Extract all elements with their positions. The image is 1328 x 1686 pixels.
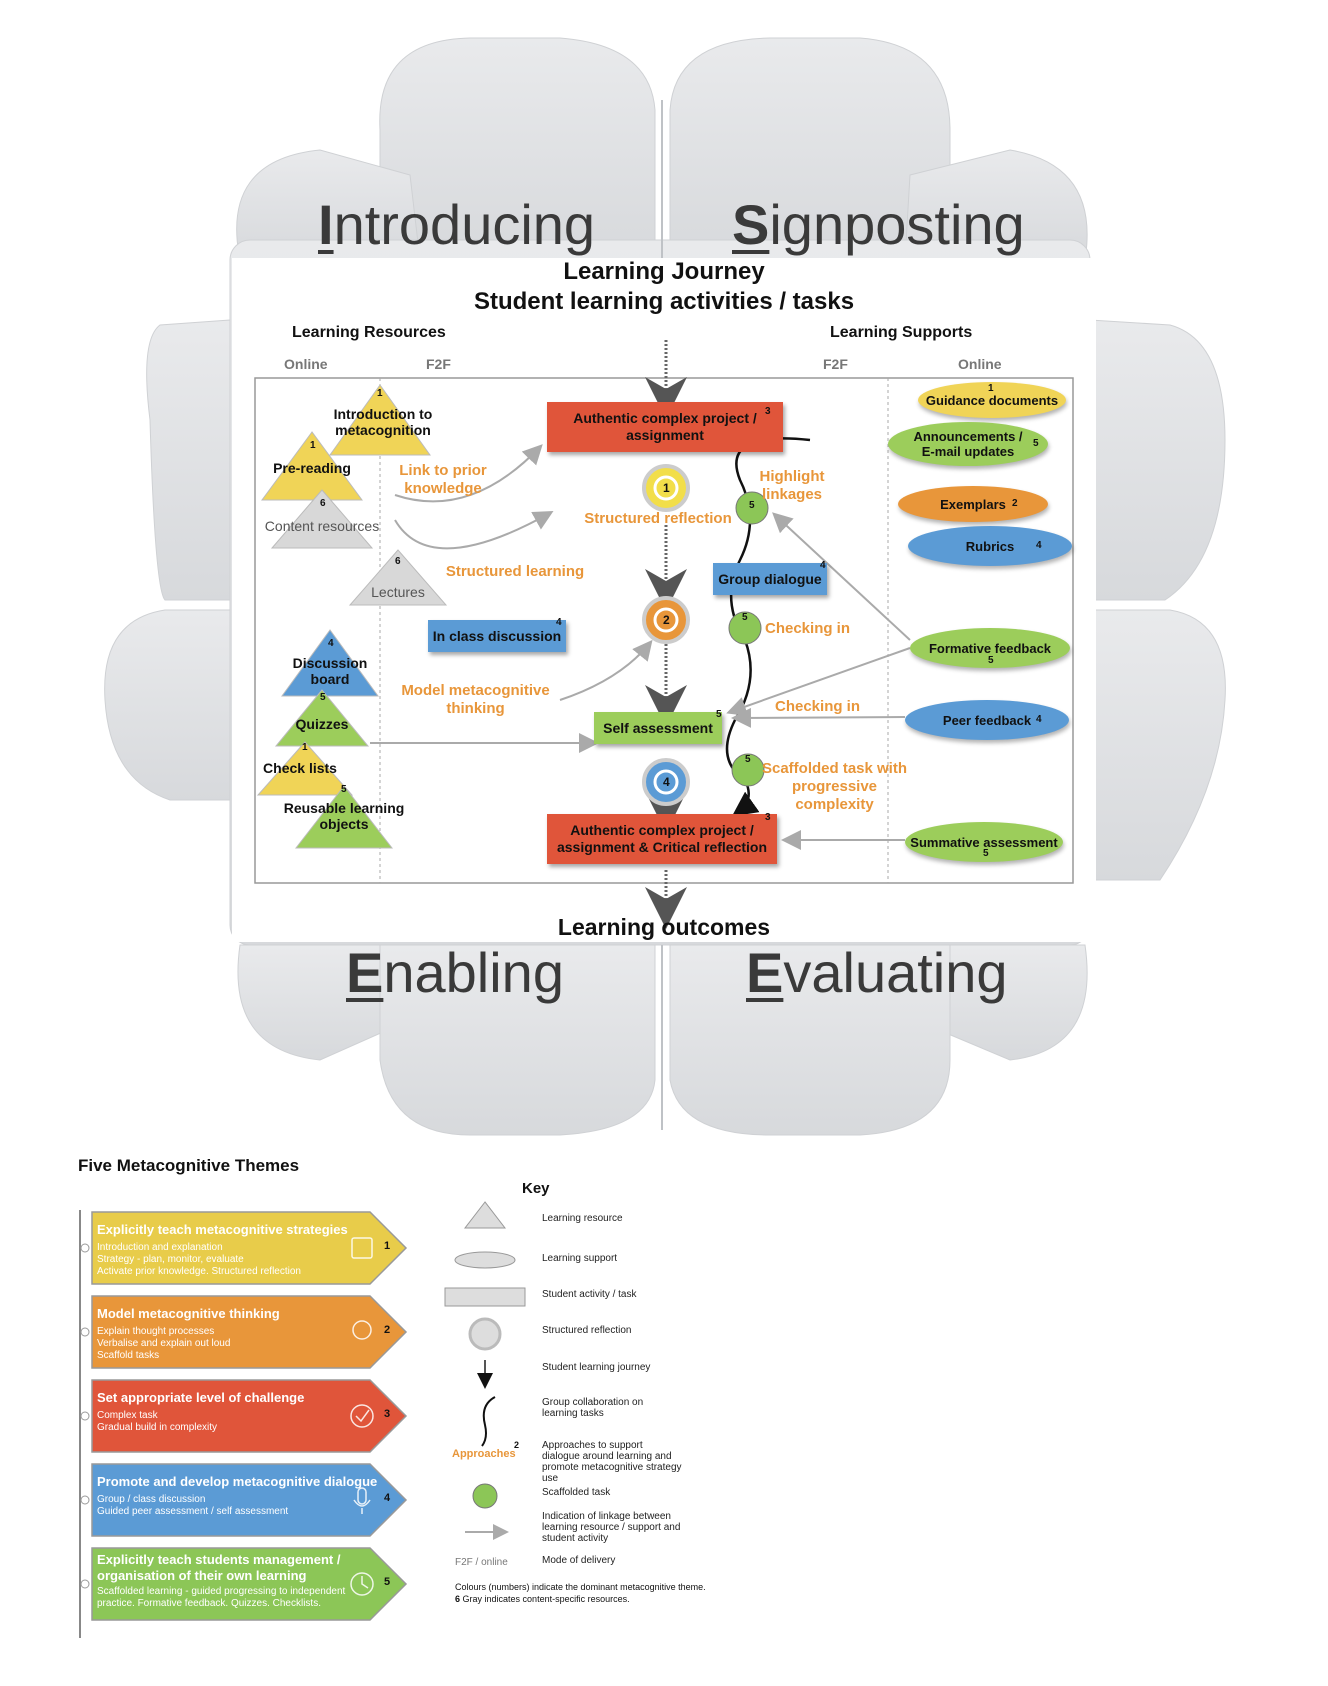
scaffold-dot-1	[735, 491, 769, 525]
theme-1: Explicitly teach metacognitive strategie…	[97, 1222, 391, 1277]
key-rect-icon	[444, 1287, 526, 1307]
theme-5: Explicitly teach students management / o…	[97, 1552, 391, 1609]
gear-tooth-br	[904, 944, 1088, 1061]
support-rubrics: Rubrics	[908, 526, 1072, 566]
resource-triangle-discussion	[281, 629, 379, 697]
gear-tooth-bot-right	[669, 944, 951, 1136]
support-peer-feedback: Peer feedback	[905, 700, 1069, 740]
gear-tooth-top-right	[669, 37, 951, 261]
theme-arrow-3	[91, 1379, 408, 1453]
gear-tooth-right-top	[1089, 319, 1226, 601]
learning-resources-header: Learning Resources	[292, 324, 446, 341]
learning-supports-header: Learning Supports	[830, 324, 973, 341]
support-exemplars: Exemplars	[898, 486, 1048, 522]
support-announcements: Announcements / E-mail updates	[888, 422, 1048, 466]
resource-lectures-label: Lectures	[371, 584, 425, 600]
activity-authentic-project: Authentic complex project / assignment	[547, 402, 783, 452]
resource-content-label: Content resources	[264, 518, 380, 534]
gear-tooth-bot-left	[379, 944, 656, 1136]
f2f-left-label: F2F	[426, 356, 451, 372]
introducing-label: Introducing	[318, 193, 596, 256]
support-guidance-documents: Guidance documents	[918, 382, 1066, 418]
resource-discussion-label: Discussion board	[292, 655, 368, 687]
key-triangle-icon	[463, 1201, 507, 1229]
activity-self-assessment: Self assessment	[594, 712, 722, 744]
checkmark-icon	[350, 1404, 374, 1428]
support-summative-assessment: Summative assessment	[905, 822, 1063, 862]
reflection-icon-1	[642, 464, 690, 512]
key-ellipse-icon	[454, 1251, 516, 1269]
key-approaches-word: Approaches	[452, 1448, 516, 1460]
key-title: Key	[522, 1180, 550, 1197]
theme-3: Set appropriate level of challenge Compl…	[97, 1390, 391, 1433]
resource-quizzes-label: Quizzes	[295, 716, 349, 732]
theme-arrow-4	[91, 1463, 408, 1537]
key-symbols	[444, 1201, 526, 1540]
enabling-label: Enabling	[346, 941, 564, 1004]
gear-tooth-left-bot	[104, 609, 231, 801]
theme-arrow-1	[91, 1211, 408, 1285]
resource-reusable-label: Reusable learning objects	[283, 800, 405, 832]
resource-intro-label: Introduction to metacognition	[333, 406, 433, 438]
gear-tooth-right-bot	[1089, 609, 1226, 881]
activity-in-class-discussion: In class discussion	[428, 620, 566, 652]
key-note-1: Colours (numbers) indicate the dominant …	[455, 1582, 706, 1592]
gear-tooth-left-top	[146, 319, 231, 601]
f2f-right-label: F2F	[823, 356, 848, 372]
resource-triangle-content	[270, 489, 374, 549]
activity-authentic-project-critical: Authentic complex project / assignment &…	[547, 814, 777, 864]
approach-scaffolded-task: Scaffolded task with progressive complex…	[761, 760, 908, 813]
evaluating-label: Evaluating	[746, 941, 1008, 1004]
approach-model-thinking: Model metacognitive thinking	[401, 682, 550, 717]
approach-checking-in-2: Checking in	[775, 698, 861, 715]
resource-triangle-quizzes	[274, 689, 370, 747]
key-f2f-online: F2F / online	[455, 1557, 508, 1568]
clock-icon	[350, 1572, 374, 1596]
reflection-icon-2	[642, 596, 690, 644]
diagram-subtitle: Student learning activities / tasks	[473, 288, 855, 315]
resource-prereading-label: Pre-reading	[273, 460, 351, 476]
signposting-label: Signposting	[732, 193, 1025, 256]
approach-structured-reflection: Structured reflection	[584, 510, 732, 527]
reflection-icon-4	[642, 758, 690, 806]
online-right-label: Online	[958, 356, 1002, 372]
approach-structured-learning: Structured learning	[445, 563, 585, 580]
theme-arrow-2	[91, 1295, 408, 1369]
theme-2: Model metacognitive thinking Explain tho…	[97, 1306, 391, 1361]
theme-4: Promote and develop metacognitive dialog…	[97, 1474, 391, 1517]
resource-triangle-prereading	[261, 431, 363, 501]
approach-link-prior: Link to prior knowledge	[399, 462, 487, 497]
lightbulb-icon	[352, 1320, 372, 1340]
key-note-2: 6 Gray indicates content-specific resour…	[455, 1594, 630, 1604]
scaffold-dot-3	[731, 753, 765, 787]
resource-triangle-intro	[329, 384, 431, 456]
journey-diagram	[254, 340, 1074, 929]
theme-arrow-5	[91, 1547, 408, 1621]
themes-title: Five Metacognitive Themes	[78, 1156, 300, 1175]
support-formative-feedback: Formative feedback	[910, 628, 1070, 668]
scaffold-dot-2	[728, 611, 762, 645]
themes-arrows	[79, 1210, 408, 1638]
resource-triangle-lectures	[348, 549, 448, 606]
key-collaboration-icon	[481, 1396, 496, 1447]
resource-triangle-reusable	[294, 785, 394, 849]
key-reflection-icon	[468, 1317, 502, 1351]
approach-highlight-linkages: Highlight linkages	[759, 468, 825, 503]
activity-group-dialogue: Group dialogue	[713, 563, 827, 595]
resource-triangle-checklists	[256, 741, 354, 796]
gear-tooth-bl	[237, 944, 421, 1061]
diagram-title: Learning Journey	[563, 258, 765, 285]
key-scaffold-dot-icon	[472, 1483, 498, 1509]
resource-checklists-label: Check lists	[263, 760, 337, 776]
learning-outcomes-label: Learning outcomes	[557, 914, 771, 940]
microphone-icon	[357, 1487, 367, 1505]
online-left-label: Online	[284, 356, 328, 372]
approach-checking-in-1: Checking in	[765, 620, 851, 637]
gear-tooth-ul	[236, 149, 421, 261]
gear-tooth-top-left	[379, 37, 656, 261]
strategy-icon	[351, 1237, 373, 1259]
